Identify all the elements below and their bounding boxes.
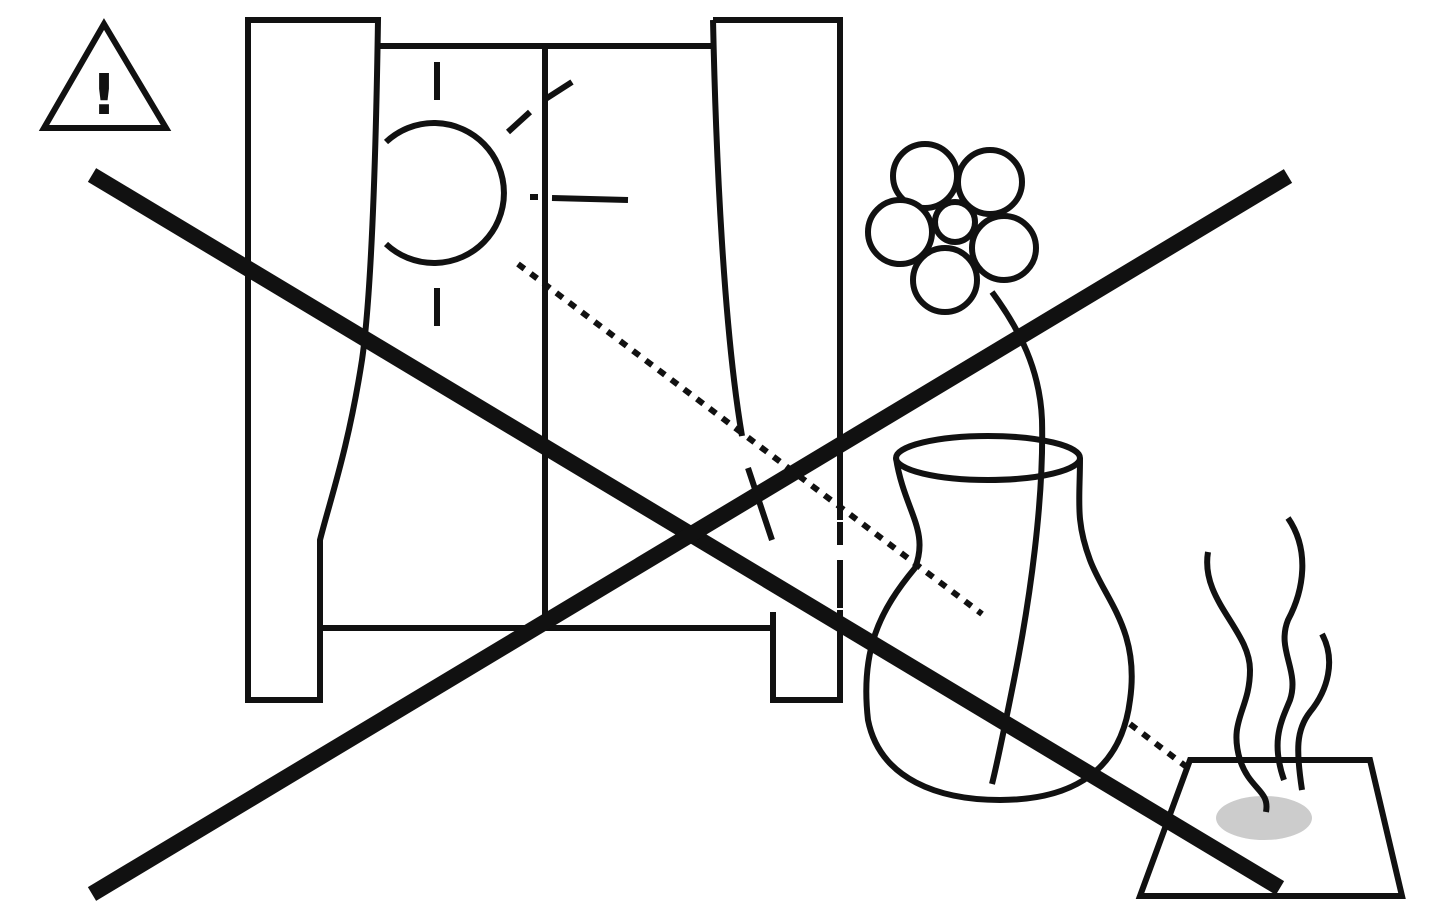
flower-stem [989,290,1046,785]
sunlight-ray-icon [516,261,1248,815]
burn-spot [1216,796,1312,840]
prohibition-cross-icon [87,168,1293,901]
heat-waves-icon [1204,516,1333,813]
sun-icon [383,62,629,326]
curtain-right-icon [710,17,844,703]
heat-source-icon [1135,757,1406,899]
warning-triangle-icon: ! [38,18,172,131]
flower-icon [865,141,1039,315]
vase-icon [863,433,1135,804]
curtain-left-icon [245,17,382,703]
warning-exclamation: ! [91,63,117,128]
